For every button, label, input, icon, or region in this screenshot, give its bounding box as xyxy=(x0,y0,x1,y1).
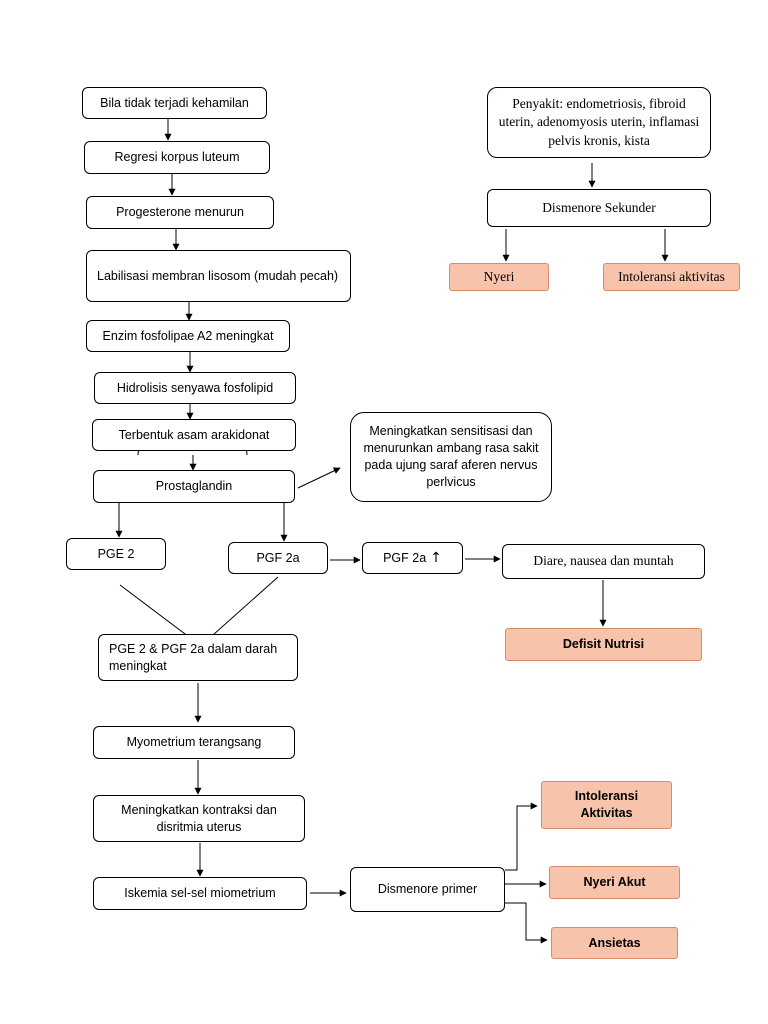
node-asam-arakidonat: Terbentuk asam arakidonat xyxy=(92,419,296,451)
node-prostaglandin: Prostaglandin xyxy=(93,470,295,503)
node-label: Iskemia sel-sel miometrium xyxy=(124,886,276,901)
diagnosis-nyeri: Nyeri xyxy=(449,263,549,291)
node-label: Diare, nausea dan muntah xyxy=(533,553,674,569)
node-label: Regresi korpus luteum xyxy=(114,150,240,165)
node-regresi-korpus-luteum: Regresi korpus luteum xyxy=(84,141,270,174)
node-pgf2a: PGF 2a xyxy=(228,542,328,574)
diagnosis-defisit-nutrisi: Defisit Nutrisi xyxy=(505,628,702,661)
node-label: PGF 2a xyxy=(256,550,300,565)
node-label: Myometrium terangsang xyxy=(126,735,262,750)
node-dismenore-sekunder: Dismenore Sekunder xyxy=(487,189,711,227)
node-label: Dismenore Sekunder xyxy=(542,199,656,215)
diagnosis-intoleransi-aktivitas: Intoleransi Aktivitas xyxy=(541,781,672,829)
node-label: PGE 2 & PGF 2a dalam darah meningkat xyxy=(109,641,278,673)
node-hidrolisis-fosfolipid: Hidrolisis senyawa fosfolipid xyxy=(94,372,296,404)
node-label: Defisit Nutrisi xyxy=(562,637,645,652)
node-labilisasi-membran: Labilisasi membran lisosom (mudah pecah) xyxy=(86,250,351,302)
node-kontraksi-uterus: Meningkatkan kontraksi dan disritmia ute… xyxy=(93,795,305,842)
node-label: PGF 2a xyxy=(383,550,427,565)
node-diare: Diare, nausea dan muntah xyxy=(502,544,705,579)
diagnosis-nyeri-akut: Nyeri Akut xyxy=(549,866,680,899)
node-label: Nyeri xyxy=(483,268,515,284)
node-label: Hidrolisis senyawa fosfolipid xyxy=(116,380,274,395)
node-iskemia: Iskemia sel-sel miometrium xyxy=(93,877,307,910)
node-label: PGE 2 xyxy=(97,546,135,561)
node-label: Progesterone menurun xyxy=(116,205,244,220)
node-label: Bila tidak terjadi kehamilan xyxy=(100,95,249,110)
node-label: Dismenore primer xyxy=(377,882,478,897)
arrow-primer-ansietas xyxy=(503,902,548,944)
diagnosis-ansietas: Ansietas xyxy=(551,927,678,959)
diagnosis-intoleransi-aktivitas-sekunder: Intoleransi aktivitas xyxy=(603,263,740,291)
node-label: Prostaglandin xyxy=(155,479,233,494)
node-label: Enzim fosfolipae A2 meningkat xyxy=(102,328,274,343)
node-myometrium: Myometrium terangsang xyxy=(93,726,295,759)
node-bila-tidak-hamil: Bila tidak terjadi kehamilan xyxy=(82,87,267,119)
node-label: Meningkatkan kontraksi dan disritmia ute… xyxy=(121,802,277,834)
node-penyakit: Penyakit: endometriosis, fibroid uterin,… xyxy=(487,87,711,158)
node-label: Nyeri Akut xyxy=(583,875,646,890)
node-progesterone-menurun: Progesterone menurun xyxy=(86,196,274,229)
node-label: Meningkatkan sensitisasi dan menurunkan … xyxy=(363,424,539,489)
node-pge-pgf-meningkat: PGE 2 & PGF 2a dalam darah meningkat xyxy=(98,634,298,681)
node-label: Penyakit: endometriosis, fibroid uterin,… xyxy=(498,96,700,148)
node-pgf2a-up: PGF 2a↑ xyxy=(362,542,463,574)
node-label: Intoleransi Aktivitas xyxy=(574,789,639,820)
node-dismenore-primer: Dismenore primer xyxy=(350,867,505,912)
arrow-primer-intoleransi xyxy=(505,802,538,871)
node-label: Intoleransi aktivitas xyxy=(618,268,725,284)
node-enzim-fosfolipase: Enzim fosfolipae A2 meningkat xyxy=(86,320,290,352)
node-label: Terbentuk asam arakidonat xyxy=(118,427,270,442)
node-sensitisasi: Meningkatkan sensitisasi dan menurunkan … xyxy=(350,412,552,502)
node-label: Ansietas xyxy=(588,935,641,950)
arrow-pgf2a-combined xyxy=(203,576,279,644)
node-label: Labilisasi membran lisosom (mudah pecah) xyxy=(97,268,339,283)
arrow-prostaglandin-sensitisasi xyxy=(297,467,341,489)
up-arrow-icon: ↑ xyxy=(430,549,442,566)
arrow-pge2-combined xyxy=(119,584,198,644)
node-pge2: PGE 2 xyxy=(66,538,166,570)
